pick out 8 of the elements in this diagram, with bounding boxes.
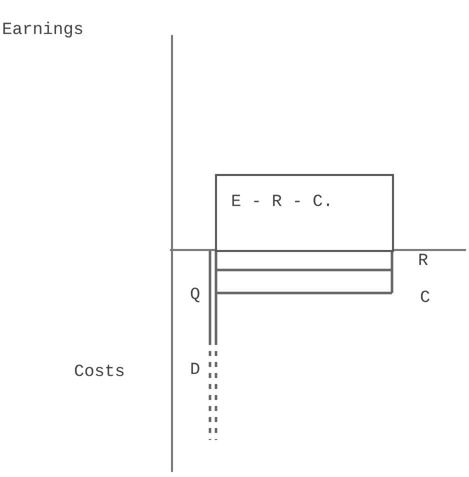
letter-label: D (190, 362, 200, 379)
axis-label: Earnings (2, 22, 84, 39)
box-label: E - R - C. (231, 194, 334, 211)
earnings-box (215, 174, 394, 252)
letter-label: Q (190, 287, 200, 304)
letter-label: C (420, 290, 430, 307)
letter-label: R (418, 253, 428, 270)
axis-label: Costs (74, 364, 126, 381)
